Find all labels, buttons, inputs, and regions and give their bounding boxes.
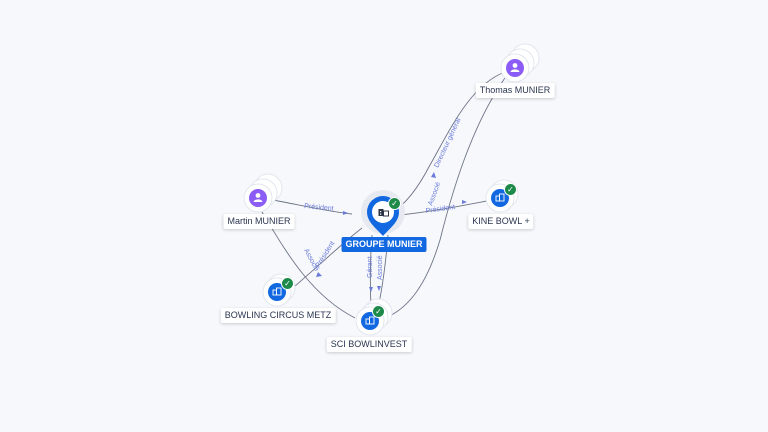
edge-label: Gérant — [367, 257, 374, 278]
edge-label: Président — [304, 203, 334, 213]
edge-label: Président — [315, 240, 337, 269]
edge-label: Président — [425, 204, 455, 215]
arrow-marker — [377, 286, 381, 291]
verified-check-icon: ✓ — [372, 305, 385, 318]
arrow-marker — [462, 200, 467, 204]
person-icon — [506, 59, 524, 77]
node-label-bowling-circus-metz[interactable]: BOWLING CIRCUS METZ — [220, 308, 336, 323]
node-label-groupe-munier[interactable]: GROUPE MUNIER — [341, 237, 427, 252]
edge-thomas-sci-associe — [384, 74, 508, 319]
arrow-marker — [343, 211, 348, 215]
node-label-thomas[interactable]: Thomas MUNIER — [475, 83, 555, 98]
edge-label: Directeur général — [433, 117, 462, 169]
arrow-marker — [316, 272, 322, 277]
node-label-martin[interactable]: Martin MUNIER — [223, 214, 295, 229]
edge-label: Associé — [377, 255, 384, 280]
verified-check-icon: ✓ — [281, 277, 294, 290]
node-sci-bowlinvest[interactable] — [355, 298, 393, 336]
edge-label: Associé — [427, 181, 442, 207]
company-icon — [378, 209, 389, 217]
node-label-kine-bowl[interactable]: KINE BOWL + — [468, 214, 534, 229]
node-groupe-munier[interactable] — [361, 190, 405, 236]
node-label-sci-bowlinvest[interactable]: SCI BOWLINVEST — [326, 337, 412, 352]
verified-check-icon: ✓ — [388, 197, 401, 210]
arrow-marker — [431, 172, 436, 178]
person-icon — [249, 189, 267, 207]
edge-groupe-kine-president — [399, 199, 493, 216]
edge-groupe-bowling-president — [287, 227, 363, 293]
arrow-marker — [369, 287, 373, 292]
verified-check-icon: ✓ — [504, 183, 517, 196]
node-martin[interactable] — [243, 173, 283, 213]
node-thomas[interactable] — [500, 43, 540, 83]
